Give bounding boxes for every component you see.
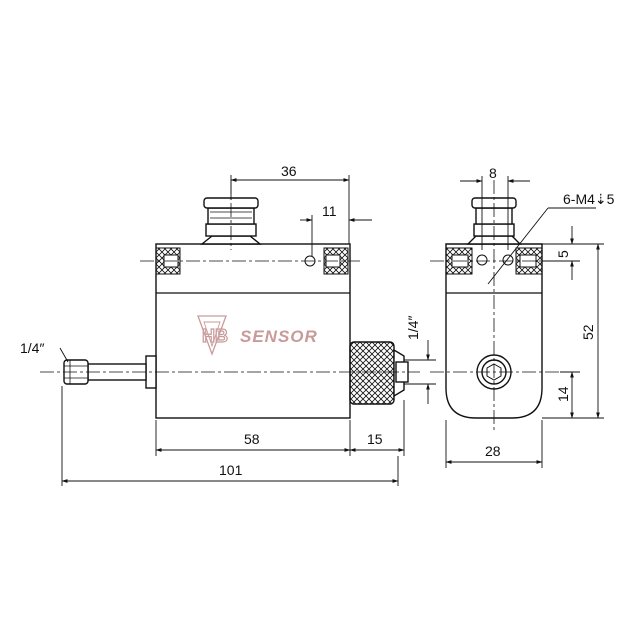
- dim-shaft-height: 14: [555, 386, 571, 402]
- dim-thread-spec: 6-M4⇣5: [563, 191, 615, 207]
- dim-hole-from-top: 5: [555, 250, 571, 258]
- dim-drive-out: 1/4″: [405, 316, 421, 340]
- logo-text: SENSOR: [240, 327, 318, 346]
- dim-connector-offset: 36: [281, 163, 297, 179]
- dim-overall-length: 101: [219, 462, 243, 478]
- hb-sensor-logo: HB SENSOR: [197, 315, 318, 356]
- dim-hole-offset-side: 11: [322, 203, 337, 219]
- dim-width: 28: [485, 443, 501, 459]
- dim-height: 52: [580, 324, 596, 340]
- side-view: [40, 180, 420, 419]
- end-view: [430, 180, 560, 430]
- end-dimensions: [445, 176, 604, 468]
- dim-drive-length: 15: [367, 431, 383, 447]
- side-dimensions: [59, 175, 436, 486]
- dim-body-length: 58: [244, 431, 260, 447]
- sensor-body: [155, 243, 351, 419]
- dim-drive-in: 1/4″: [20, 340, 44, 356]
- logo-mark: HB: [202, 326, 228, 346]
- output-drive: [349, 341, 409, 405]
- dim-hole-spacing-end: 8: [489, 165, 497, 181]
- end-connector: [466, 197, 522, 245]
